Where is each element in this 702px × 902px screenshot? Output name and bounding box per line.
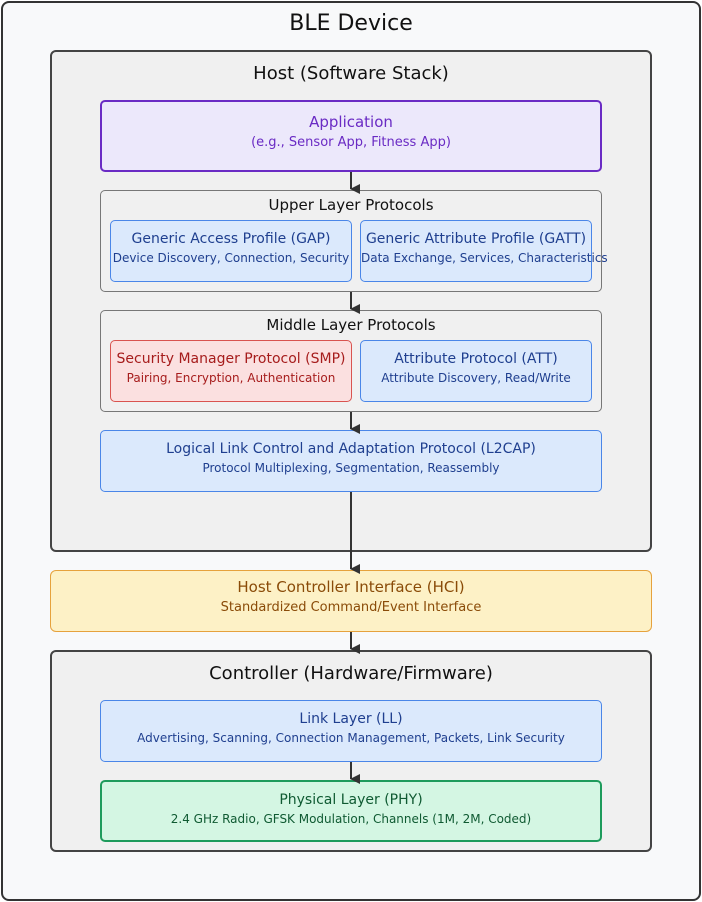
hci-name: Host Controller Interface (HCI) bbox=[237, 578, 465, 596]
link-layer-desc: Advertising, Scanning, Connection Manage… bbox=[137, 731, 565, 745]
l2cap-box: Logical Link Control and Adaptation Prot… bbox=[100, 430, 602, 492]
ble-device-title: BLE Device bbox=[289, 11, 413, 36]
physical-layer-name: Physical Layer (PHY) bbox=[279, 792, 423, 808]
gap-name: Generic Access Profile (GAP) bbox=[131, 231, 331, 247]
controller-title: Controller (Hardware/Firmware) bbox=[209, 663, 493, 684]
gap-box: Generic Access Profile (GAP) Device Disc… bbox=[110, 220, 352, 282]
smp-box: Security Manager Protocol (SMP) Pairing,… bbox=[110, 340, 352, 402]
application-box: Application (e.g., Sensor App, Fitness A… bbox=[100, 100, 602, 172]
gatt-desc: Data Exchange, Services, Characteristics bbox=[361, 251, 608, 265]
att-box: Attribute Protocol (ATT) Attribute Disco… bbox=[360, 340, 592, 402]
smp-name: Security Manager Protocol (SMP) bbox=[116, 351, 346, 367]
physical-layer-desc: 2.4 GHz Radio, GFSK Modulation, Channels… bbox=[170, 812, 532, 826]
l2cap-name: Logical Link Control and Adaptation Prot… bbox=[166, 441, 536, 457]
host-title: Host (Software Stack) bbox=[253, 63, 449, 84]
application-name: Application bbox=[309, 113, 393, 131]
gap-desc: Device Discovery, Connection, Security bbox=[112, 251, 350, 265]
gatt-box: Generic Attribute Profile (GATT) Data Ex… bbox=[360, 220, 608, 282]
gatt-name: Generic Attribute Profile (GATT) bbox=[365, 231, 587, 247]
smp-desc: Pairing, Encryption, Authentication bbox=[126, 371, 336, 385]
link-layer-name: Link Layer (LL) bbox=[299, 711, 403, 727]
link-layer-box: Link Layer (LL) Advertising, Scanning, C… bbox=[100, 700, 602, 762]
upper-layer-title: Upper Layer Protocols bbox=[268, 196, 434, 214]
hci-desc: Standardized Command/Event Interface bbox=[220, 600, 482, 615]
application-desc: (e.g., Sensor App, Fitness App) bbox=[251, 135, 451, 150]
middle-layer-title: Middle Layer Protocols bbox=[266, 316, 436, 334]
att-desc: Attribute Discovery, Read/Write bbox=[381, 371, 571, 385]
l2cap-desc: Protocol Multiplexing, Segmentation, Rea… bbox=[202, 461, 500, 475]
att-name: Attribute Protocol (ATT) bbox=[394, 351, 558, 367]
hci-box: Host Controller Interface (HCI) Standard… bbox=[50, 570, 652, 632]
physical-layer-box: Physical Layer (PHY) 2.4 GHz Radio, GFSK… bbox=[100, 780, 602, 842]
